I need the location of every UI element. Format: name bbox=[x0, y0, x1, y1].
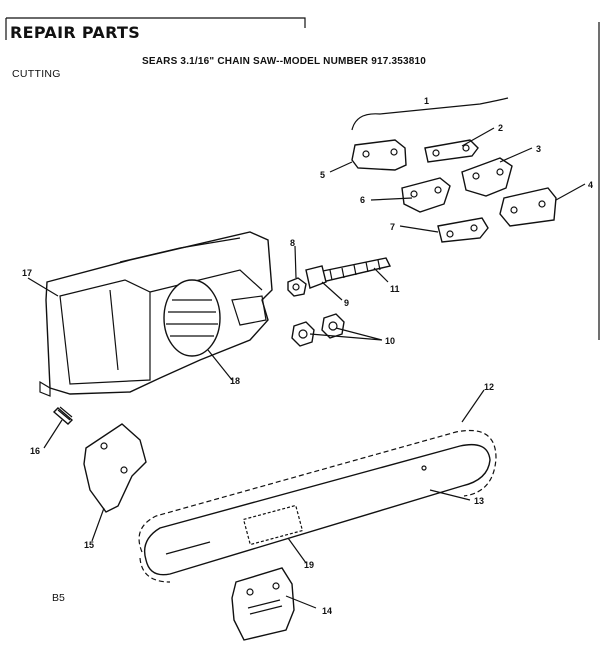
model-subtitle: SEARS 3.1/16" CHAIN SAW--MODEL NUMBER 91… bbox=[142, 56, 427, 67]
callout-19: 19 bbox=[304, 560, 314, 570]
callout-14: 14 bbox=[322, 606, 332, 616]
bar-nuts-10 bbox=[291, 313, 345, 347]
callout-16: 16 bbox=[30, 446, 40, 456]
chain-link-4 bbox=[499, 187, 557, 227]
inner-bar-plate bbox=[83, 423, 147, 513]
chain-link-2 bbox=[424, 139, 479, 163]
saw-chain bbox=[138, 429, 497, 583]
callout-10: 10 bbox=[385, 336, 395, 346]
sprocket-cover bbox=[39, 231, 273, 397]
callout-11: 11 bbox=[390, 284, 400, 294]
callout-2: 2 bbox=[498, 123, 503, 133]
callout-1: 1 bbox=[424, 96, 429, 106]
chain-link-3 bbox=[461, 157, 513, 197]
adjuster-screw bbox=[305, 257, 392, 289]
callout-6: 6 bbox=[360, 195, 365, 205]
header-frame bbox=[5, 17, 306, 40]
callout-9: 9 bbox=[344, 298, 349, 308]
chain-link-5 bbox=[351, 139, 407, 171]
chain-link-7 bbox=[437, 217, 489, 243]
cover-bolt bbox=[52, 406, 74, 425]
page-reference: B5 bbox=[52, 592, 65, 604]
callout-13: 13 bbox=[474, 496, 484, 506]
callout-12: 12 bbox=[484, 382, 494, 392]
section-label: CUTTING bbox=[12, 68, 61, 80]
callout-3: 3 bbox=[536, 144, 541, 154]
clutch-drum bbox=[163, 279, 221, 357]
callout-4: 4 bbox=[588, 180, 593, 190]
callout-8: 8 bbox=[290, 238, 295, 248]
callout-18: 18 bbox=[230, 376, 240, 386]
callout-7: 7 bbox=[390, 222, 395, 232]
chain-link-6 bbox=[401, 177, 451, 213]
page-title: REPAIR PARTS bbox=[10, 23, 141, 42]
chain-assembly-brace bbox=[351, 97, 509, 131]
nut-8 bbox=[287, 277, 307, 297]
leader-lines bbox=[27, 127, 586, 609]
outer-bar-plate bbox=[231, 567, 295, 641]
callout-17: 17 bbox=[22, 268, 32, 278]
callout-5: 5 bbox=[320, 170, 325, 180]
callout-15: 15 bbox=[84, 540, 94, 550]
guide-bar bbox=[143, 443, 491, 576]
